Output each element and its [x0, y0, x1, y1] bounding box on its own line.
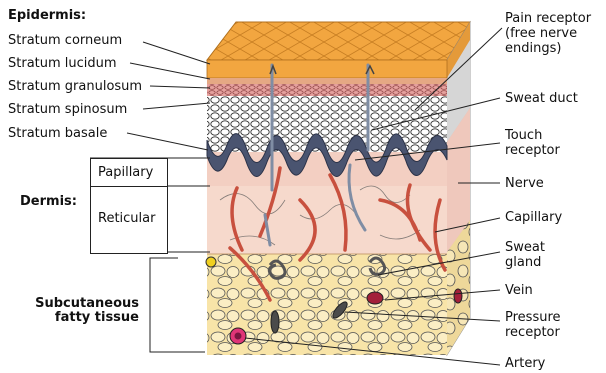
- subcutaneous-line2: fatty tissue: [16, 310, 139, 325]
- label-stratum-lucidum: Stratum lucidum: [8, 56, 117, 71]
- label-vein: Vein: [505, 283, 533, 298]
- label-papillary: Papillary: [98, 165, 153, 180]
- label-sweat-duct: Sweat duct: [505, 91, 578, 106]
- layer-granulosum: [207, 84, 447, 96]
- label-pain-receptor-1: Pain receptor: [505, 11, 591, 26]
- label-pressure-receptor-2: receptor: [505, 325, 560, 340]
- label-nerve: Nerve: [505, 176, 544, 191]
- vein-shape: [367, 292, 383, 304]
- label-pain-receptor-3: endings): [505, 41, 561, 56]
- epidermis-heading: Epidermis:: [8, 8, 86, 23]
- pressure-receptor-shape: [271, 311, 279, 333]
- label-stratum-basale: Stratum basale: [8, 126, 107, 141]
- papillary-box: Papillary: [90, 158, 168, 188]
- yellow-receptor: [206, 257, 216, 267]
- label-stratum-spinosum: Stratum spinosum: [8, 102, 127, 117]
- label-stratum-granulosum: Stratum granulosum: [8, 79, 142, 94]
- skin-surface: [207, 22, 470, 60]
- label-stratum-corneum: Stratum corneum: [8, 33, 122, 48]
- label-pain-receptor-2: (free nerve: [505, 26, 577, 41]
- layer-corneum: [207, 60, 447, 78]
- label-reticular: Reticular: [98, 211, 155, 226]
- label-pressure-receptor-1: Pressure: [505, 310, 561, 325]
- label-sweat-gland-2: gland: [505, 255, 541, 270]
- subcutaneous-line1: Subcutaneous: [16, 296, 139, 311]
- label-touch-receptor-2: receptor: [505, 143, 560, 158]
- label-touch-receptor-1: Touch: [505, 128, 542, 143]
- label-capillary: Capillary: [505, 210, 562, 225]
- layer-lucidum: [207, 78, 447, 84]
- label-artery: Artery: [505, 356, 545, 371]
- reticular-box: Reticular: [90, 186, 168, 254]
- dermis-heading: Dermis:: [20, 194, 77, 209]
- label-sweat-gland-1: Sweat: [505, 240, 545, 255]
